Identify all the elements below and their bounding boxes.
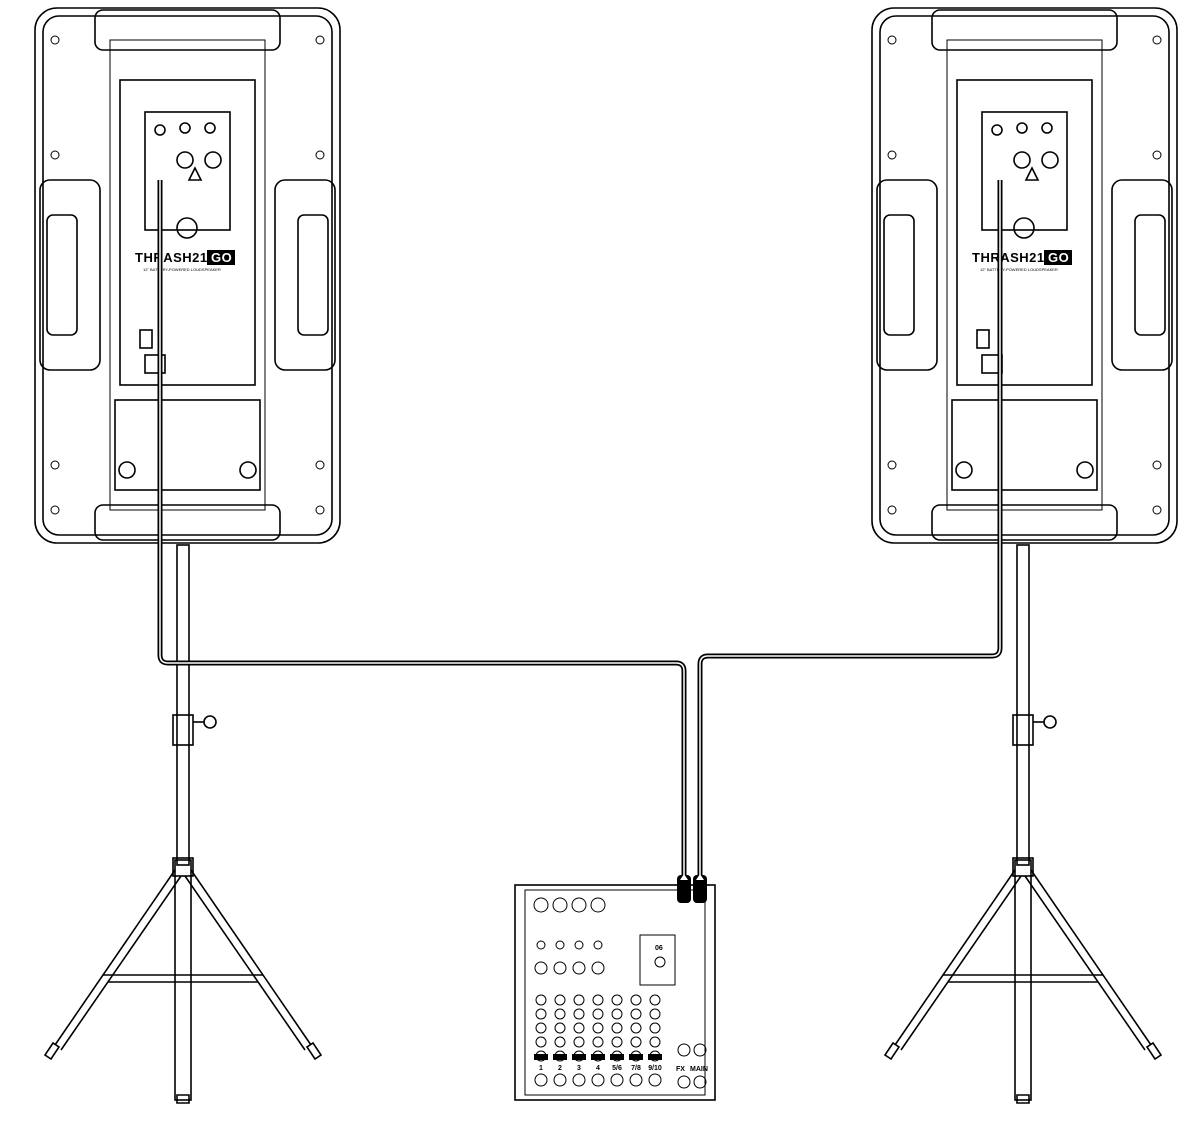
cable-left [157, 180, 687, 880]
speaker-logo-badge: GO [211, 250, 232, 265]
mixer-channel-label: 2 [558, 1065, 562, 1072]
mixer-main-label: MAIN [690, 1066, 708, 1073]
cable-right [697, 180, 1003, 880]
xlr-connector [677, 875, 691, 903]
speaker-logo: THRASH212 [135, 250, 215, 265]
xlr-cables [157, 180, 1003, 880]
speaker-stand-right [883, 544, 1163, 1104]
speaker-subtitle: 12" BATTERY-POWERED LOUDSPEAKER [143, 267, 221, 272]
speaker-subtitle: 12" BATTERY-POWERED LOUDSPEAKER [980, 267, 1058, 272]
mixer-display: 06 [655, 945, 663, 952]
xlr-connector [693, 875, 707, 903]
speaker-logo-badge: GO [1048, 250, 1069, 265]
mixer-channel-label: 9/10 [648, 1065, 662, 1072]
mixer-channel-label: 7/8 [631, 1065, 641, 1072]
mixer-channel-label: 5/6 [612, 1065, 622, 1072]
mixer-channel-label: 4 [596, 1065, 600, 1072]
speaker-logo: THRASH212 [972, 250, 1052, 265]
speaker-stand-left [43, 544, 323, 1104]
mixer-fx-label: FX [676, 1066, 685, 1073]
mixer-channel-label: 3 [577, 1065, 581, 1072]
mixer-channel-label: 1 [539, 1065, 543, 1072]
